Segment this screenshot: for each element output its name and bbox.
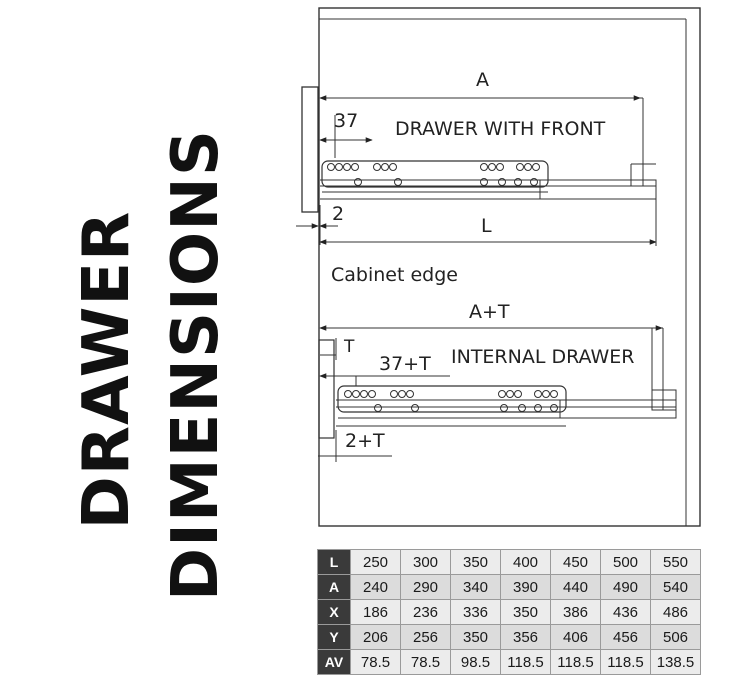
drawer-front-panel xyxy=(301,86,319,213)
label-dim-l: L xyxy=(481,215,492,237)
table-cell: 186 xyxy=(350,599,401,625)
internal-drawer-diagram xyxy=(318,325,677,462)
table-cell: 436 xyxy=(600,599,651,625)
slide-rail-bottom xyxy=(337,385,567,413)
table-cell: 138.5 xyxy=(650,649,701,675)
table-cell: 240 xyxy=(350,574,401,600)
cabinet-outline xyxy=(318,7,701,527)
table-cell: 336 xyxy=(450,599,501,625)
table-cell: 440 xyxy=(550,574,601,600)
table-cell: 290 xyxy=(400,574,451,600)
table-cell: 236 xyxy=(400,599,451,625)
label-dim-2: 2 xyxy=(332,203,344,225)
table-cell: 490 xyxy=(600,574,651,600)
table-cell: 450 xyxy=(550,549,601,575)
table-cell: 390 xyxy=(500,574,551,600)
table-cell: 118.5 xyxy=(600,649,651,675)
table-cell: 118.5 xyxy=(500,649,551,675)
rail-holes-bottom xyxy=(344,390,558,412)
table-cell: 256 xyxy=(400,624,451,650)
row-header: A xyxy=(317,574,351,600)
table-cell: 250 xyxy=(350,549,401,575)
drawer-with-front-diagram xyxy=(296,86,657,246)
label-cabinet-edge: Cabinet edge xyxy=(331,264,458,286)
table-cell: 540 xyxy=(650,574,701,600)
row-header: AV xyxy=(317,649,351,675)
rail-holes-top xyxy=(327,163,540,186)
table-cell: 300 xyxy=(400,549,451,575)
row-header: Y xyxy=(317,624,351,650)
table-cell: 386 xyxy=(550,599,601,625)
label-internal-drawer: INTERNAL DRAWER xyxy=(451,346,634,368)
table-cell: 78.5 xyxy=(400,649,451,675)
table-cell: 456 xyxy=(600,624,651,650)
table-cell: 118.5 xyxy=(550,649,601,675)
row-header: L xyxy=(317,549,351,575)
label-dim-37: 37 xyxy=(334,110,358,132)
table-cell: 340 xyxy=(450,574,501,600)
table-cell: 486 xyxy=(650,599,701,625)
table-cell: 78.5 xyxy=(350,649,401,675)
table-cell: 350 xyxy=(450,549,501,575)
label-dim-2-plus-t: 2+T xyxy=(345,430,385,452)
table-cell: 500 xyxy=(600,549,651,575)
table-cell: 350 xyxy=(500,599,551,625)
table-cell: 400 xyxy=(500,549,551,575)
label-drawer-with-front: DRAWER WITH FRONT xyxy=(395,118,606,140)
label-dim-37-plus-t: 37+T xyxy=(379,353,431,375)
label-dim-a-plus-t: A+T xyxy=(469,301,510,323)
table-cell: 206 xyxy=(350,624,401,650)
table-cell: 506 xyxy=(650,624,701,650)
table-cell: 350 xyxy=(450,624,501,650)
row-header: X xyxy=(317,599,351,625)
table-cell: 550 xyxy=(650,549,701,575)
internal-front-panel xyxy=(318,339,335,439)
label-dim-t: T xyxy=(343,337,355,357)
slide-rail-top xyxy=(321,160,549,188)
label-dim-a: A xyxy=(476,69,489,91)
table-cell: 356 xyxy=(500,624,551,650)
table-cell: 98.5 xyxy=(450,649,501,675)
table-cell: 406 xyxy=(550,624,601,650)
